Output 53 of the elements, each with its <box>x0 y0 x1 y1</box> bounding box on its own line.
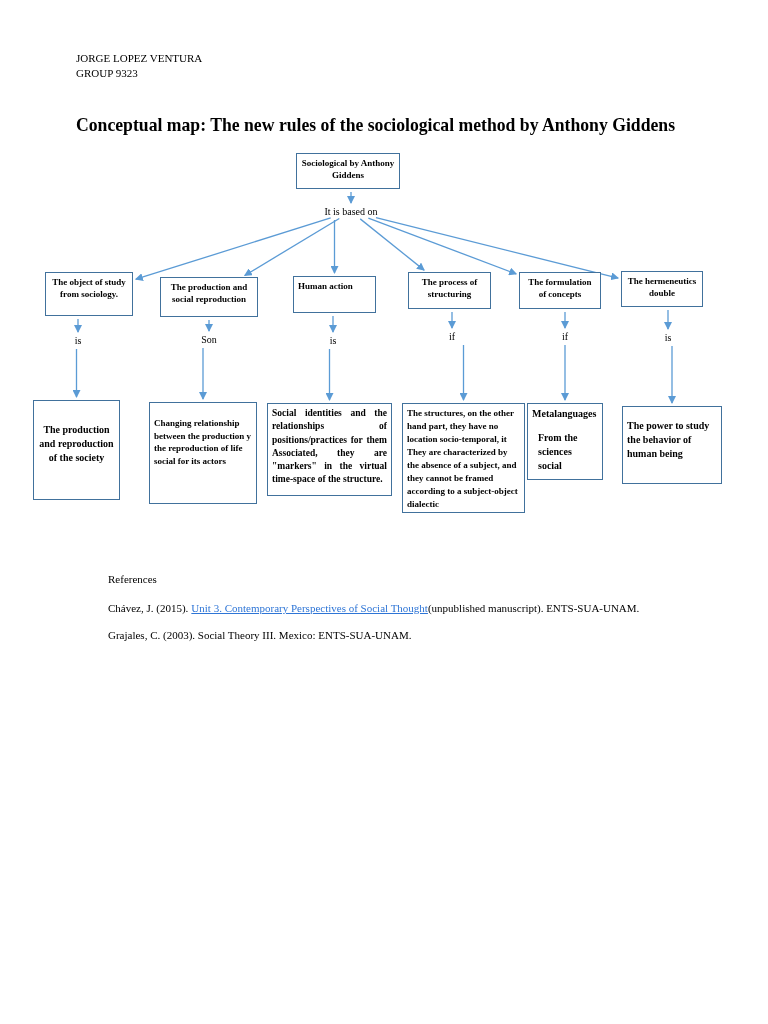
arrow <box>205 319 213 332</box>
concept-box <box>293 276 376 313</box>
concept-box <box>621 271 703 307</box>
arrow <box>359 218 425 271</box>
arrow <box>664 309 672 330</box>
arrow <box>325 348 334 401</box>
concept-text: Metalanguages <box>532 407 598 421</box>
concept-box <box>267 403 392 496</box>
reference-text: Grajales, C. (2003). Social Theory III. Mexico: ENTS-SUA-UNAM. <box>108 629 412 641</box>
arrow <box>367 217 518 276</box>
arrow <box>448 311 456 329</box>
arrow <box>74 318 82 333</box>
arrow <box>199 347 207 400</box>
group-number: GROUP 9323 <box>76 67 138 79</box>
concept-text: Human action <box>298 280 354 293</box>
arrow <box>561 311 569 329</box>
arrow <box>243 217 340 277</box>
references-heading: References <box>108 573 157 585</box>
reference-text: Chávez, J. (2015). <box>108 602 189 614</box>
concept-box <box>296 153 400 189</box>
concept-box <box>149 402 257 504</box>
concept-box <box>33 400 120 500</box>
concept-text: The process of structuring <box>420 276 479 301</box>
arrow <box>375 217 620 281</box>
concept-box <box>622 406 722 484</box>
concept-text: The hermeneutics double <box>626 275 698 300</box>
arrow <box>561 344 569 401</box>
concept-text: The production and social reproduction <box>169 281 249 306</box>
arrow <box>134 217 332 281</box>
reference-link: Unit 3. Contemporary Perspectives of Social Thought <box>191 602 428 614</box>
concept-text: From the sciences social <box>537 431 579 473</box>
arrow <box>668 345 676 404</box>
concept-text: Sociological by Anthony Giddens <box>301 157 395 182</box>
concept-text: The structures, on the other hand part, they have no location socio-temporal, it They are characterized by the absence of a subject, and they cannot be framed according to a subject-object dialectic <box>407 407 519 512</box>
arrow <box>459 344 468 401</box>
reference-text: (unpublished manuscript). ENTS-SUA-UNAM. <box>427 602 640 614</box>
concept-text: Social identities and the relationships of positions/practices for them Associated, they are "markers" in the virtual time-space of the structure. <box>272 407 387 487</box>
arrow <box>72 348 81 398</box>
concept-box <box>408 272 491 309</box>
concept-box <box>160 277 258 317</box>
concept-box <box>45 272 133 316</box>
concept-text: The formulation of concepts <box>527 276 593 301</box>
concept-box <box>519 272 601 309</box>
concept-text: The power to study the behavior of human being <box>627 419 711 461</box>
arrow <box>329 315 337 333</box>
author-name: JORGE LOPEZ VENTURA <box>76 52 203 64</box>
concept-text: The production and reproduction of the society <box>38 423 115 465</box>
title: Conceptual map: The new rules of the sociological method by Anthony Giddens <box>76 114 676 136</box>
arrow <box>330 219 339 274</box>
concept-text: The object of study from sociology. <box>51 276 127 301</box>
concept-text: Changing relationship between the production y the reproduction of life social for its actors <box>154 417 252 468</box>
concept-box <box>527 403 603 480</box>
arrow <box>347 191 355 204</box>
